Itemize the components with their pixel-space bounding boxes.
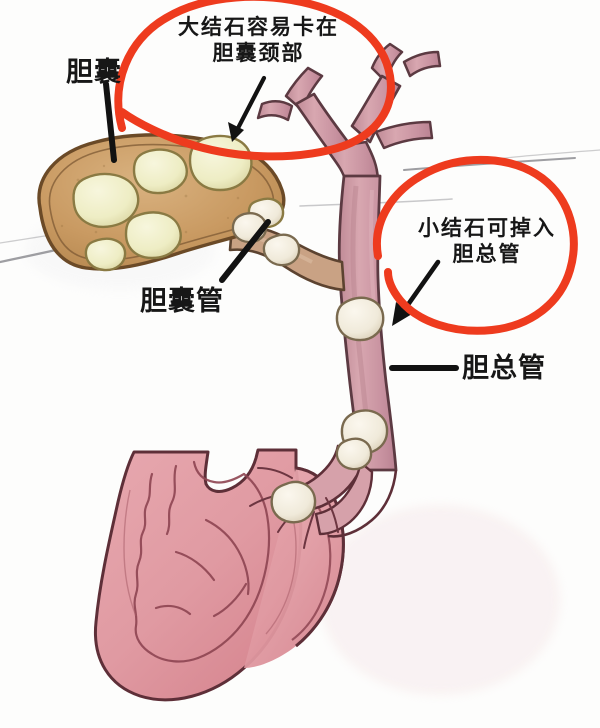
annotation-small-stone-line1: 小结石可掉入 — [418, 216, 556, 240]
annotation-large-stone: 大结石容易卡在 胆囊颈部 — [178, 14, 339, 67]
arrow-large-stone — [228, 75, 267, 142]
red-marker-circles — [114, 0, 578, 335]
ampulla-papilla — [249, 437, 398, 549]
annotation-small-stone: 小结石可掉入 胆总管 — [418, 215, 556, 268]
red-circle-right — [373, 155, 578, 335]
label-gallbladder: 胆囊 — [66, 57, 122, 88]
red-circle-top — [114, 0, 395, 161]
annotation-large-stone-line1: 大结石容易卡在 — [178, 15, 339, 39]
leader-gallbladder — [103, 81, 117, 163]
leader-cystic-duct — [219, 219, 271, 283]
hepatic-ducts — [256, 42, 442, 184]
label-common-bile-duct: 胆总管 — [462, 353, 546, 384]
annotation-small-stone-line2: 胆总管 — [452, 242, 522, 267]
gallbladder-stones — [72, 134, 285, 272]
label-cystic-duct: 胆囊管 — [140, 286, 224, 317]
leader-lines — [103, 81, 459, 371]
annotation-large-stone-line2: 胆囊颈部 — [212, 41, 305, 66]
